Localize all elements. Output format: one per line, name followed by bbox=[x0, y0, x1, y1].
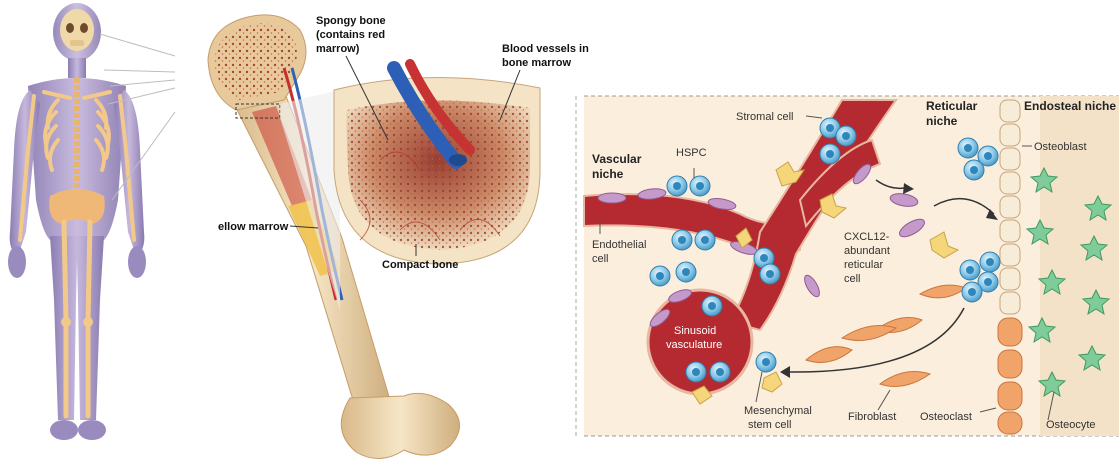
label-cxcl12-2: abundant bbox=[844, 245, 890, 257]
label-msc-1: Mesenchymal bbox=[744, 405, 812, 417]
label-vessels-1: Blood vessels in bbox=[502, 43, 589, 55]
label-yellow-marrow: ellow marrow bbox=[218, 221, 289, 233]
label-stromal-cell: Stromal cell bbox=[736, 111, 793, 123]
label-msc-2: stem cell bbox=[748, 419, 791, 431]
osteoclast-lining bbox=[998, 318, 1022, 434]
label-cxcl12-1: CXCL12- bbox=[844, 231, 890, 243]
label-spongy-3: marrow) bbox=[316, 43, 360, 55]
label-cxcl12-3: reticular bbox=[844, 259, 883, 271]
label-endothelial-1: Endothelial bbox=[592, 239, 646, 251]
label-spongy-2: (contains red bbox=[316, 29, 385, 41]
label-vascular-2: niche bbox=[592, 167, 624, 181]
label-osteoblast: Osteoblast bbox=[1034, 141, 1087, 153]
label-hspc: HSPC bbox=[676, 147, 707, 159]
label-spongy-1: Spongy bone bbox=[316, 15, 386, 27]
label-sinusoid-2: vasculature bbox=[666, 339, 722, 351]
label-vascular-1: Vascular bbox=[592, 152, 642, 166]
label-compact-bone: Compact bone bbox=[382, 259, 458, 271]
label-sinusoid-1: Sinusoid bbox=[674, 325, 716, 337]
label-osteoclast: Osteoclast bbox=[920, 411, 972, 423]
human-body-illustration bbox=[8, 3, 146, 440]
pelvis bbox=[49, 189, 104, 224]
femur-illustration bbox=[208, 15, 540, 459]
osteoblast-lining bbox=[1000, 100, 1020, 314]
label-fibroblast: Fibroblast bbox=[848, 411, 896, 423]
label-vessels-2: bone marrow bbox=[502, 57, 572, 69]
label-cxcl12-4: cell bbox=[844, 273, 861, 285]
label-endosteal-niche: Endosteal niche bbox=[1024, 99, 1116, 113]
label-reticular-2: niche bbox=[926, 114, 958, 128]
label-osteocyte: Osteocyte bbox=[1046, 419, 1096, 431]
label-reticular-1: Reticular bbox=[926, 99, 978, 113]
label-endothelial-2: cell bbox=[592, 253, 609, 265]
